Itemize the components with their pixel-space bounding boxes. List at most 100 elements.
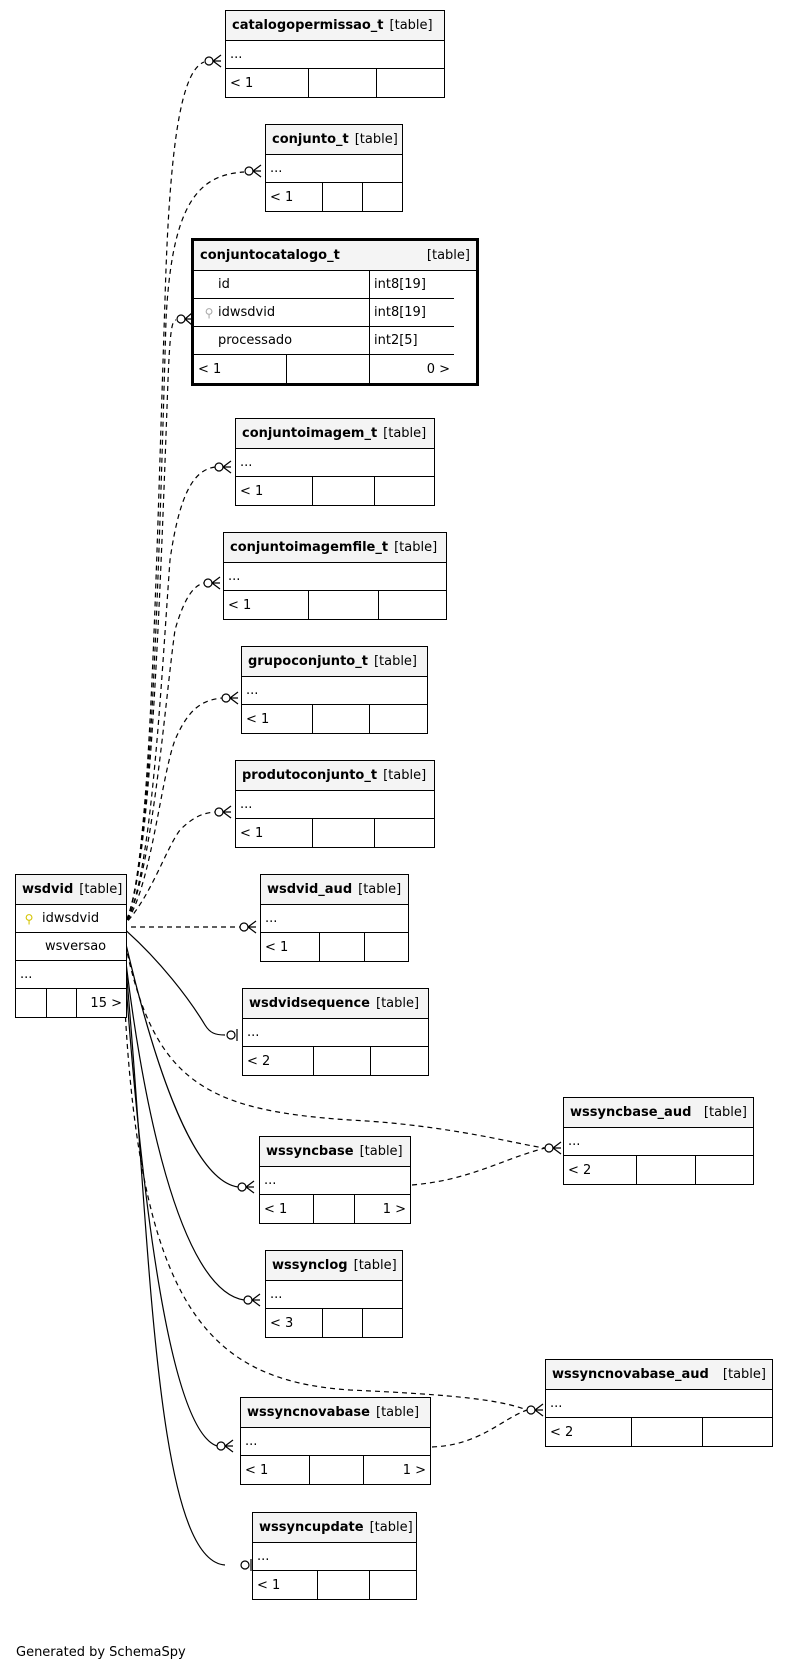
column-name-cell[interactable]: ⚲idwsdvid bbox=[16, 905, 126, 932]
table-wsdvid[interactable]: wsdvid [table] ⚲idwsdvid wsversao ... 15… bbox=[15, 874, 127, 1018]
parents-count[interactable]: < 1 bbox=[228, 597, 252, 613]
column-name-cell[interactable]: ⚲idwsdvid bbox=[194, 299, 369, 326]
table-grupoconjunto_t[interactable]: grupoconjunto_t [table] ... < 1 bbox=[241, 646, 428, 734]
table-name[interactable]: wssyncbase_aud bbox=[570, 1105, 692, 1120]
parents-count[interactable]: < 1 bbox=[270, 189, 294, 205]
table-kind: [table] bbox=[703, 1105, 747, 1120]
edge-wssyncnovabase bbox=[121, 926, 218, 1447]
ellipsis: ... bbox=[228, 569, 241, 584]
column-name: idwsdvid bbox=[42, 911, 100, 926]
table-wsdvid_aud[interactable]: wsdvid_aud [table] ... < 1 bbox=[260, 874, 409, 962]
crowfoot bbox=[245, 1180, 255, 1194]
parents-count[interactable]: < 2 bbox=[568, 1162, 592, 1178]
table-name[interactable]: conjuntocatalogo_t bbox=[200, 248, 340, 263]
edge-end-circle bbox=[203, 578, 213, 588]
table-kind: [table] bbox=[359, 1144, 403, 1159]
table-wssyncbase_aud[interactable]: wssyncbase_aud [table] ... < 2 bbox=[563, 1097, 754, 1185]
table-name[interactable]: conjuntoimagemfile_t bbox=[230, 540, 389, 555]
table-name[interactable]: conjuntoimagem_t bbox=[242, 426, 378, 441]
parents-count[interactable]: < 1 bbox=[240, 483, 264, 499]
table-name[interactable]: grupoconjunto_t bbox=[248, 654, 368, 669]
empty-cell bbox=[286, 355, 369, 383]
table-kind: [table] bbox=[353, 1258, 397, 1273]
table-header: wssyncbase_aud [table] bbox=[564, 1098, 753, 1128]
table-conjuntoimagemfile_t[interactable]: conjuntoimagemfile_t [table] ... < 1 bbox=[223, 532, 447, 620]
crowfoot bbox=[252, 164, 262, 178]
children-count[interactable]: 1 > bbox=[363, 1456, 430, 1484]
parents-count bbox=[16, 989, 46, 1017]
table-row: ... bbox=[266, 1281, 402, 1309]
ellipsis: ... bbox=[245, 1434, 258, 1449]
table-produtoconjunto_t[interactable]: produtoconjunto_t [table] ... < 1 bbox=[235, 760, 435, 848]
crowfoot bbox=[222, 460, 232, 474]
parents-count[interactable]: < 1 bbox=[265, 939, 289, 955]
table-kind: [table] bbox=[389, 18, 433, 33]
empty-cell bbox=[308, 591, 378, 619]
parents-count[interactable]: < 1 bbox=[257, 1577, 281, 1593]
table-wssyncbase[interactable]: wssyncbase [table] ... < 1 1 > bbox=[259, 1136, 411, 1224]
column-name[interactable]: id bbox=[218, 277, 230, 292]
table-header: catalogopermissao_t [table] bbox=[226, 11, 444, 41]
table-wssyncnovabase_aud[interactable]: wssyncnovabase_aud [table] ... < 2 bbox=[545, 1359, 773, 1447]
table-name[interactable]: produtoconjunto_t bbox=[242, 768, 378, 783]
table-footer-row: < 1 bbox=[266, 183, 402, 211]
column-name[interactable]: wsversao bbox=[45, 939, 107, 954]
crowfoot bbox=[224, 1439, 234, 1453]
table-name[interactable]: wssyncbase bbox=[266, 1144, 354, 1159]
table-name[interactable]: catalogopermissao_t bbox=[232, 18, 384, 33]
edge-end-circle bbox=[243, 1295, 253, 1305]
column-name[interactable]: processado bbox=[218, 333, 293, 348]
parents-count[interactable]: < 2 bbox=[247, 1053, 271, 1069]
ellipsis: ... bbox=[246, 683, 259, 698]
children-count bbox=[695, 1156, 753, 1184]
table-catalogopermissao_t[interactable]: catalogopermissao_t [table] ... < 1 bbox=[225, 10, 445, 98]
table-name[interactable]: wsdvidsequence bbox=[249, 996, 370, 1011]
edge-end-circle bbox=[237, 1182, 247, 1192]
parents-count[interactable]: < 1 bbox=[240, 825, 264, 841]
edge-end-circle bbox=[544, 1143, 554, 1153]
table-kind: [table] bbox=[79, 882, 123, 897]
table-kind: [table] bbox=[358, 882, 402, 897]
table-wssyncnovabase[interactable]: wssyncnovabase [table] ... < 1 1 > bbox=[240, 1397, 431, 1485]
parents-count[interactable]: < 1 bbox=[246, 711, 270, 727]
edge-end-circle bbox=[214, 807, 224, 817]
children-count bbox=[362, 1309, 402, 1337]
empty-cell bbox=[319, 933, 364, 961]
ellipsis: ... bbox=[270, 161, 283, 176]
table-footer-row: < 2 bbox=[564, 1156, 753, 1184]
table-name[interactable]: wssyncupdate bbox=[259, 1520, 364, 1535]
edge-wssyncbase-aud bbox=[121, 926, 546, 1149]
table-wsdvidsequence[interactable]: wsdvidsequence [table] ... < 2 bbox=[242, 988, 429, 1076]
crowfoot bbox=[229, 691, 239, 705]
parents-count[interactable]: < 1 bbox=[245, 1462, 269, 1478]
table-footer-row: < 2 bbox=[243, 1047, 428, 1075]
parents-count[interactable]: < 2 bbox=[550, 1424, 574, 1440]
children-count[interactable]: 0 > bbox=[369, 355, 454, 383]
empty-cell bbox=[312, 705, 369, 733]
table-name[interactable]: conjunto_t bbox=[272, 132, 349, 147]
table-name[interactable]: wssynclog bbox=[272, 1258, 348, 1273]
table-conjunto_t[interactable]: conjunto_t [table] ... < 1 bbox=[265, 124, 403, 212]
table-conjuntoimagem_t[interactable]: conjuntoimagem_t [table] ... < 1 bbox=[235, 418, 435, 506]
children-count bbox=[369, 705, 427, 733]
table-kind: [table] bbox=[373, 654, 418, 669]
edge-end-circle bbox=[221, 693, 231, 703]
table-wssynclog[interactable]: wssynclog [table] ... < 3 bbox=[265, 1250, 403, 1338]
edge-end-circle bbox=[176, 314, 186, 324]
column-row: wsversao bbox=[16, 933, 126, 961]
children-count[interactable]: 15 > bbox=[76, 989, 126, 1017]
table-conjuntocatalogo_t[interactable]: conjuntocatalogo_t [table] id int8[19] ⚲… bbox=[191, 238, 479, 386]
table-name[interactable]: wssyncnovabase bbox=[247, 1405, 370, 1420]
parents-count[interactable]: < 1 bbox=[230, 75, 254, 91]
table-name[interactable]: wsdvid_aud bbox=[267, 882, 353, 897]
parents-count[interactable]: < 1 bbox=[198, 361, 222, 377]
table-name[interactable]: wsdvid bbox=[22, 882, 74, 897]
edge-conjuntoimagemfile bbox=[121, 582, 205, 928]
parents-count[interactable]: < 3 bbox=[270, 1315, 294, 1331]
children-count[interactable]: 1 > bbox=[354, 1195, 410, 1223]
table-wssyncupdate[interactable]: wssyncupdate [table] ... < 1 bbox=[252, 1512, 417, 1600]
parents-count[interactable]: < 1 bbox=[264, 1201, 288, 1217]
edge-produtoconjunto bbox=[121, 811, 216, 928]
table-name[interactable]: wssyncnovabase_aud bbox=[552, 1367, 709, 1382]
